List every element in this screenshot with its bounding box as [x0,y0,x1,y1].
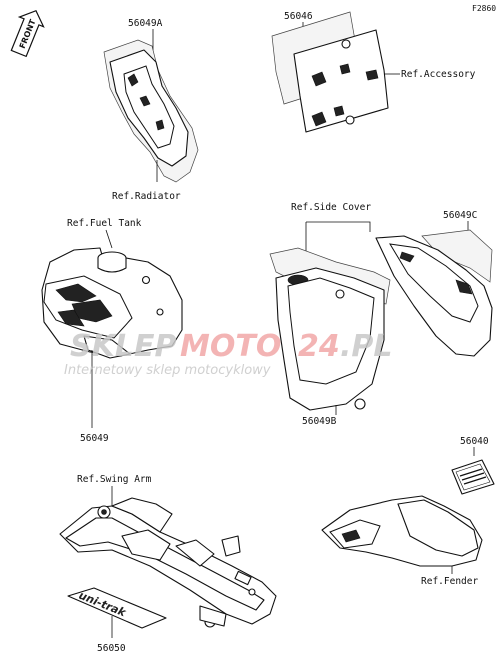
side-cover-56049b [269,247,391,411]
part-label-56046: 56046 [284,11,313,22]
part-label-56040: 56040 [460,436,489,447]
part-label-56049: 56049 [80,433,109,444]
ref-fuel-tank: Ref.Fuel Tank [67,218,142,229]
watermark-part2: MOTO [180,329,281,364]
leader-fuel-tank [105,229,113,249]
watermark-tagline: Internetowy sklep motocyklowy [64,363,271,378]
watermark-part4: .PL [340,329,393,364]
part-label-56049c: 56049C [443,210,477,221]
ref-accessory: Ref.Accessory [401,69,476,80]
side-cover-56049c [375,229,493,357]
part-label-56050: 56050 [97,643,126,654]
rear-fender [321,495,483,567]
radiator-shroud-56049a [103,39,199,183]
accessory-plate-56046 [271,11,389,133]
uni-trak-decal-56050: uni-trak [67,587,167,629]
ref-radiator: Ref.Radiator [112,191,181,202]
fuel-tank-56049 [41,247,183,359]
label-plate-56040 [451,459,495,495]
ref-side-cover: Ref.Side Cover [291,202,371,213]
part-label-56049a: 56049A [128,18,163,29]
figure-code: F2860 [472,4,496,13]
ref-swing-arm: Ref.Swing Arm [77,474,152,485]
watermark-part3: 24 [298,329,340,364]
front-arrow-icon: FRONT [10,9,45,58]
watermark: SKLEP MOTO 24 .PL Internetowy sklep moto… [64,329,393,378]
watermark-part1: SKLEP [70,329,176,364]
ref-fender: Ref.Fender [421,576,478,587]
part-label-56049b: 56049B [302,416,337,427]
swing-arm [59,497,277,628]
